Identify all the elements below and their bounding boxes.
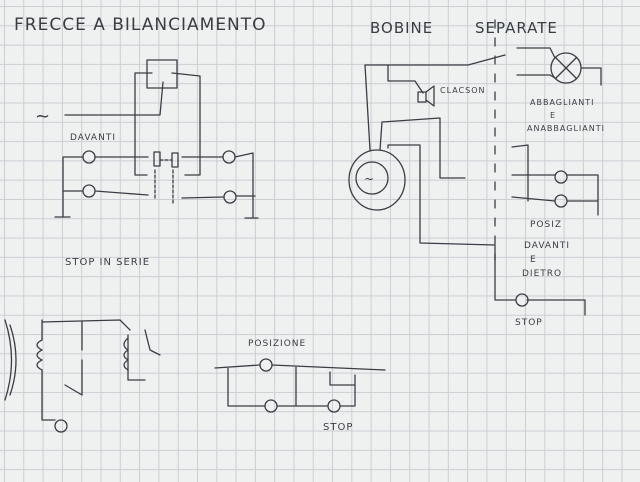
position-lamp-top <box>554 170 568 184</box>
generator-symbol: ~ <box>364 172 375 186</box>
position-label-4: DIETRO <box>522 269 562 279</box>
rear-lamp-bottom <box>223 190 237 204</box>
front-label: DAVANTI <box>70 133 116 143</box>
stop-series-stop-label: STOP <box>323 422 353 433</box>
beam-label-3: ANABBAGLIANTI <box>527 124 605 133</box>
rear-lamp <box>264 399 278 413</box>
stop-series-circuit: STOP IN SERIE POSIZIONE STOP <box>4 257 386 433</box>
position-label-1: POSIZ <box>530 220 562 230</box>
coils-title-1: BOBINE <box>370 19 433 37</box>
position-lamp <box>259 358 273 372</box>
position-lamp-bottom <box>554 194 568 208</box>
separate-coils-circuit: BOBINE SEPARATE ~ CLACSON ABBAGLIANTI E … <box>348 19 605 328</box>
rear-lamp-top <box>222 150 236 164</box>
flasher-relay <box>146 59 178 89</box>
blinker-circuit: FRECCE A BILANCIAMENTO ~ DAVANTI <box>14 15 267 219</box>
front-lamp-bottom <box>82 184 96 198</box>
beam-label-1: ABBAGLIANTI <box>530 98 595 107</box>
front-lamp-top <box>82 150 96 164</box>
stop-label: STOP <box>515 318 543 328</box>
stop-series-title: STOP IN SERIE <box>65 257 150 268</box>
generator <box>348 149 406 211</box>
position-label: POSIZIONE <box>248 339 306 349</box>
ac-source-symbol: ~ <box>35 106 51 127</box>
coils-title-2: SEPARATE <box>475 19 558 37</box>
stop-lamp <box>515 293 529 307</box>
stop-lamp-series <box>327 399 341 413</box>
beam-label-2: E <box>550 111 556 120</box>
position-label-3: E <box>530 255 537 265</box>
blinker-title: FRECCE A BILANCIAMENTO <box>14 15 267 35</box>
position-label-2: DAVANTI <box>524 241 570 251</box>
horn-label: CLACSON <box>440 86 486 95</box>
